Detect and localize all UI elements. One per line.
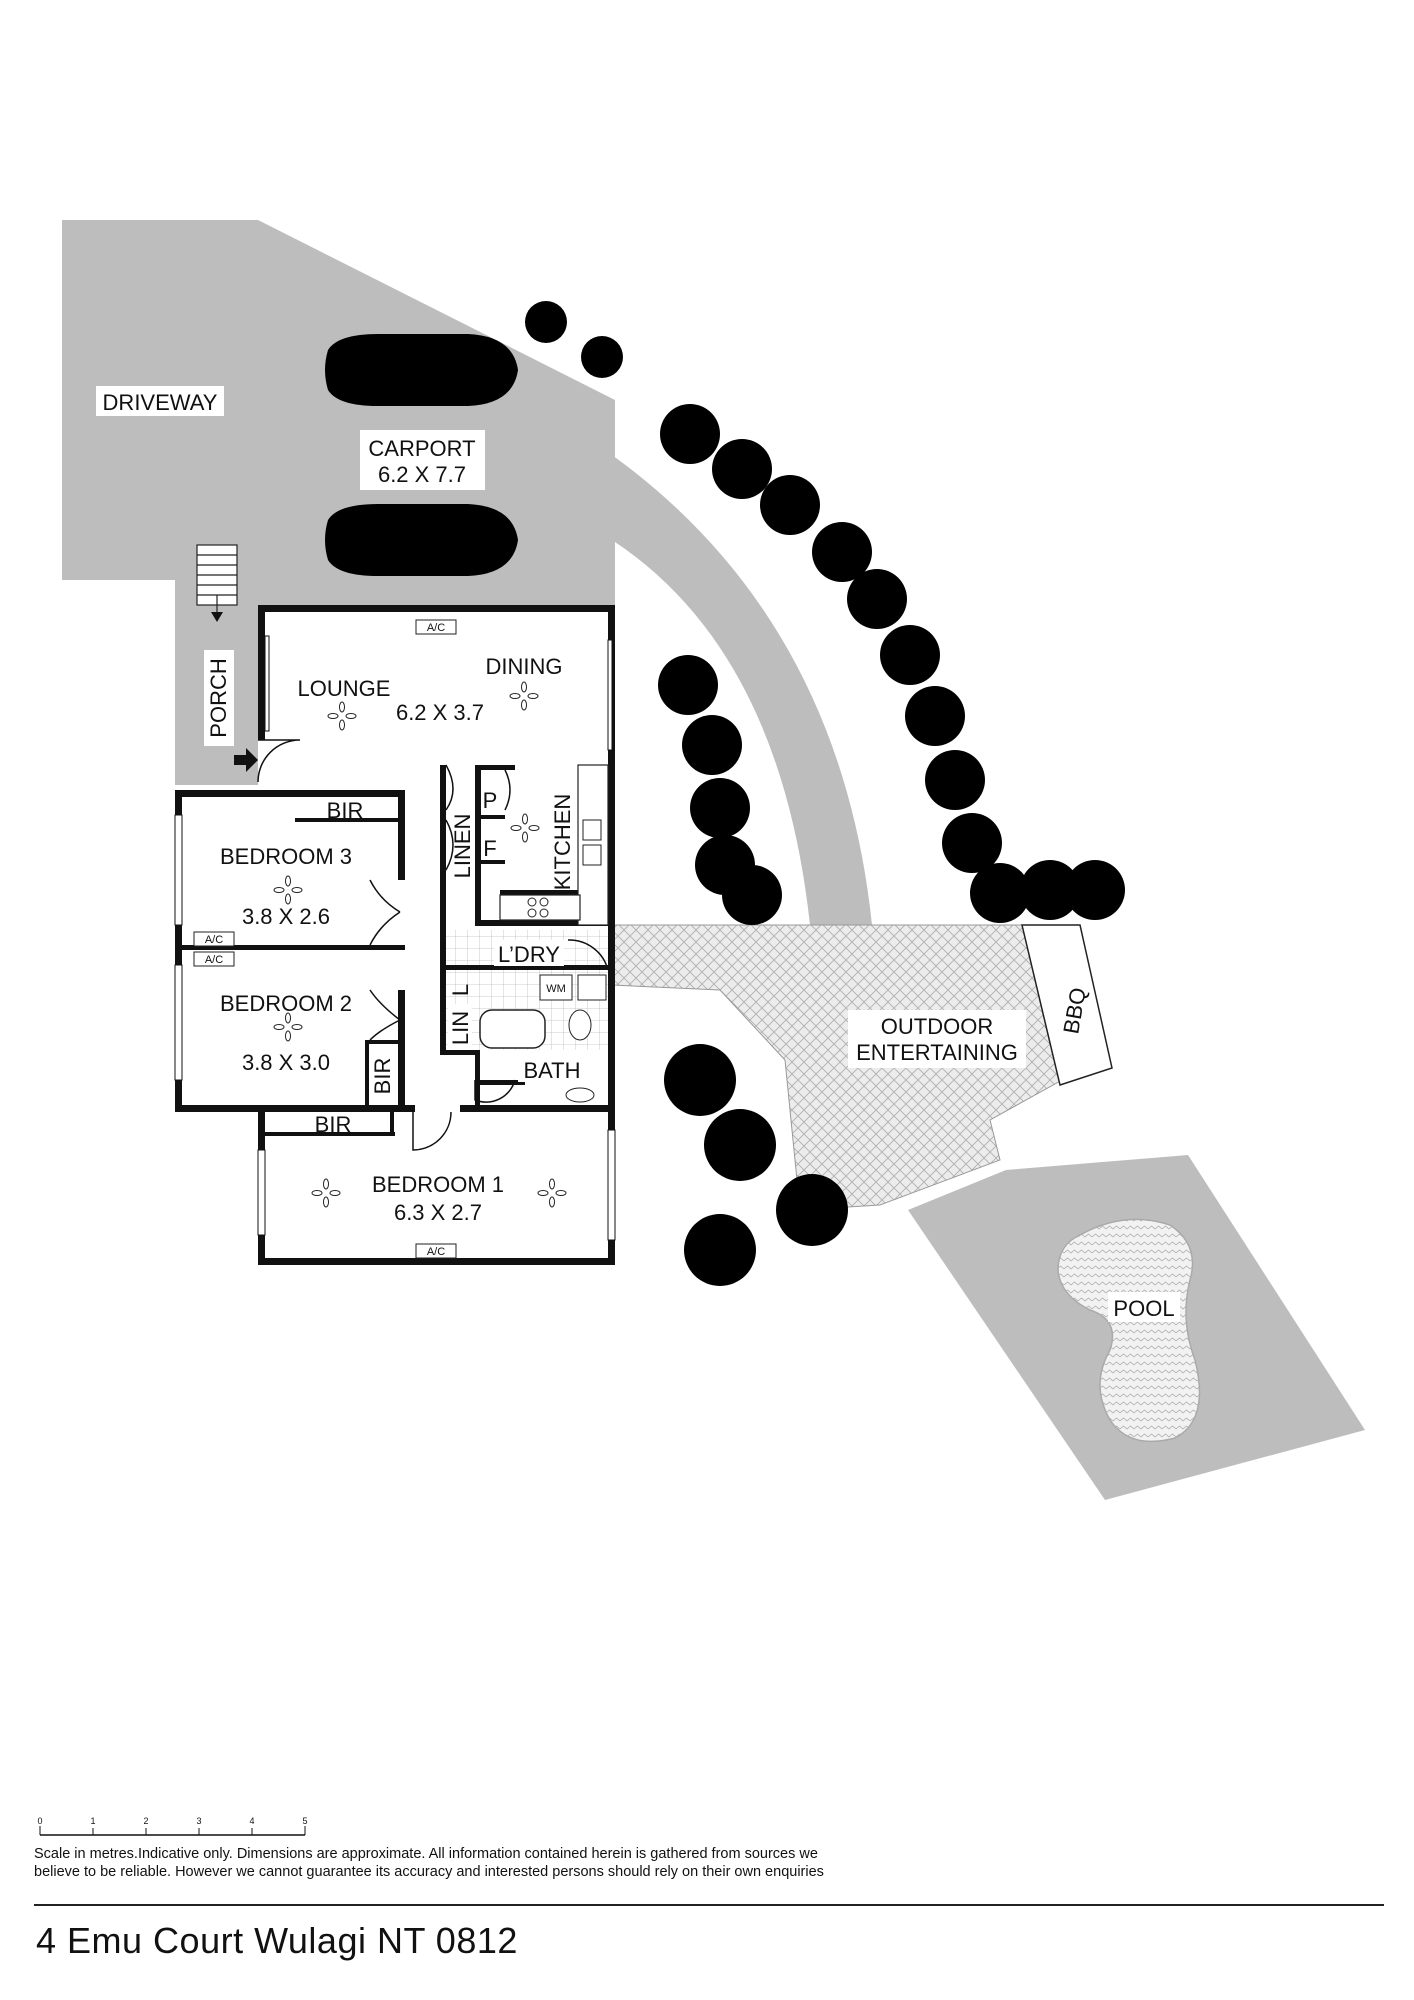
car-icon [325, 334, 518, 406]
washing-machine-label: WM [546, 983, 566, 995]
ac-label: A/C [205, 934, 223, 946]
bath-label: BATH [523, 1058, 580, 1083]
ac-label: A/C [427, 622, 445, 634]
kitchen-label: KITCHEN [550, 794, 575, 891]
disclaimer-line-2: believe to be reliable. However we canno… [34, 1864, 824, 1880]
room-labels: DRIVEWAY CARPORT 6.2 X 7.7 PORCH LOUNGE … [96, 386, 1180, 1322]
windows [174, 635, 616, 1241]
basin-icon [565, 1087, 595, 1103]
entertaining-label: ENTERTAINING [856, 1040, 1018, 1065]
washing-machine [539, 974, 573, 1001]
pantry-label: P [483, 788, 498, 813]
property-address: 4 Emu Court Wulagi NT 0812 [36, 1920, 518, 1961]
scale-bar: 0 1 2 3 4 5 [37, 1816, 308, 1836]
stairs [196, 544, 238, 618]
kitchen-bench-lower [499, 894, 581, 921]
bir-bedroom3-label: BIR [327, 798, 364, 823]
divider [34, 1904, 1384, 1906]
bedroom3-dimensions: 3.8 X 2.6 [242, 904, 330, 929]
walls [175, 605, 615, 1265]
pool [1057, 1218, 1201, 1443]
scale-tick-label: 2 [143, 1816, 148, 1826]
doors [257, 739, 609, 1151]
stove-icon [527, 897, 549, 918]
dining-label: DINING [486, 654, 563, 679]
bedroom2-label: BEDROOM 2 [220, 991, 352, 1016]
porch-label: PORCH [206, 658, 231, 737]
lounge-dining-dimensions: 6.2 X 3.7 [396, 700, 484, 725]
linen-label: LINEN [450, 814, 475, 879]
bedroom1-dimensions: 6.3 X 2.7 [394, 1200, 482, 1225]
driveway-label: DRIVEWAY [103, 390, 218, 415]
kitchen-sink-icon [582, 819, 602, 866]
pool-label: POOL [1113, 1296, 1174, 1321]
scale-tick-label: 3 [196, 1816, 201, 1826]
bbq-counter [1021, 924, 1113, 1086]
path-curve [612, 455, 872, 925]
toilet-icon [568, 1009, 592, 1041]
car-icon [325, 504, 518, 576]
outdoor-label: OUTDOOR [881, 1014, 993, 1039]
scale-tick-label: 1 [90, 1816, 95, 1826]
house-footprint [175, 608, 612, 1263]
lounge-label: LOUNGE [298, 676, 391, 701]
disclaimer-line-1: Scale in metres.Indicative only. Dimensi… [34, 1846, 818, 1862]
bir-bedroom2-label: BIR [370, 1058, 395, 1095]
bedroom1-label: BEDROOM 1 [372, 1172, 504, 1197]
carport-label: CARPORT [368, 436, 475, 461]
l-label: L [448, 984, 473, 996]
entry-arrow-icon [234, 748, 258, 772]
ac-label: A/C [205, 954, 223, 966]
fridge-label: F [483, 836, 496, 861]
carport-dimensions: 6.2 X 7.7 [378, 462, 466, 487]
sink-icon [577, 974, 607, 1001]
scale-tick-label: 5 [302, 1816, 307, 1826]
scale-tick-label: 4 [249, 1816, 254, 1826]
bir-bedroom1-label: BIR [315, 1112, 352, 1137]
disclaimer: Scale in metres.Indicative only. Dimensi… [34, 1845, 934, 1881]
ac-label: A/C [427, 1246, 445, 1258]
arrow-down-icon [211, 612, 223, 622]
ac-labels: A/C A/C A/C A/C [193, 619, 457, 1259]
bathtub [479, 1009, 546, 1049]
laundry-label: L’DRY [498, 942, 560, 967]
bedroom2-dimensions: 3.8 X 3.0 [242, 1050, 330, 1075]
scale-tick-label: 0 [37, 1816, 42, 1826]
bedroom3-label: BEDROOM 3 [220, 844, 352, 869]
lin-label: LIN [448, 1011, 473, 1045]
